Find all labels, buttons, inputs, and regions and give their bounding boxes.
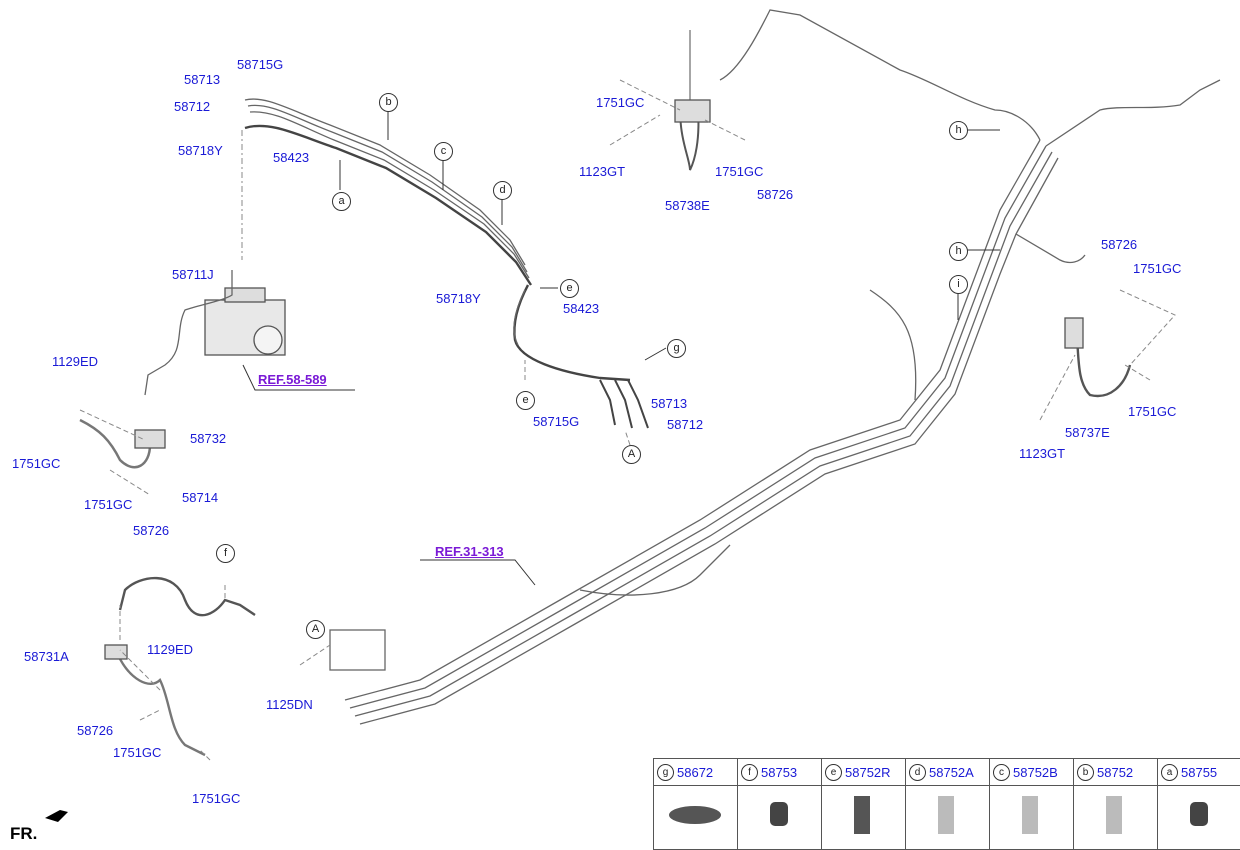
legend-picture-a <box>1158 786 1240 850</box>
callout-b: b <box>379 93 398 112</box>
legend-picture-d <box>906 786 990 850</box>
part-label-1125DN[interactable]: 1125DN <box>266 698 313 711</box>
part-label-58718Y[interactable]: 58718Y <box>178 144 223 157</box>
part-label-58737E[interactable]: 58737E <box>1065 426 1110 439</box>
callout-A: A <box>622 445 641 464</box>
part-label-58715G[interactable]: 58715G <box>237 58 283 71</box>
legend-callout-a: a <box>1161 764 1178 781</box>
clip-icon <box>1158 786 1240 844</box>
clip-stack-icon-shape <box>1022 796 1038 834</box>
part-label-58713[interactable]: 58713 <box>651 397 687 410</box>
clip-stack-icon-shape <box>938 796 954 834</box>
part-label-1129ED[interactable]: 1129ED <box>52 355 98 368</box>
legend-part-number[interactable]: 58672 <box>677 765 713 780</box>
legend-callout-b: b <box>1077 764 1094 781</box>
part-label-58726[interactable]: 58726 <box>133 524 169 537</box>
legend-callout-d: d <box>909 764 926 781</box>
clip-stack-icon <box>906 786 989 844</box>
clip-stack-icon <box>990 786 1073 844</box>
legend-part-number[interactable]: 58752A <box>929 765 974 780</box>
legend-picture-f <box>738 786 822 850</box>
part-label-58423[interactable]: 58423 <box>563 302 599 315</box>
part-label-58732[interactable]: 58732 <box>190 432 226 445</box>
part-label-58712[interactable]: 58712 <box>667 418 703 431</box>
front-direction-label: FR. <box>10 824 37 844</box>
legend-part-number[interactable]: 58752R <box>845 765 891 780</box>
grommet-icon <box>654 786 737 844</box>
legend-picture-e <box>822 786 906 850</box>
part-label-58738E[interactable]: 58738E <box>665 199 710 212</box>
part-label-58726[interactable]: 58726 <box>1101 238 1137 251</box>
part-label-58711J[interactable]: 58711J <box>172 268 214 281</box>
part-label-58713[interactable]: 58713 <box>184 73 220 86</box>
part-label-58712[interactable]: 58712 <box>174 100 210 113</box>
callout-c: c <box>434 142 453 161</box>
clip-stack-icon-shape <box>854 796 870 834</box>
callout-d: d <box>493 181 512 200</box>
clip-stack-icon <box>1074 786 1157 844</box>
part-label-58726[interactable]: 58726 <box>757 188 793 201</box>
ref-link-31-313[interactable]: REF.31-313 <box>435 544 504 559</box>
part-label-58715G[interactable]: 58715G <box>533 415 579 428</box>
clip-stack-icon <box>822 786 905 844</box>
part-label-1751GC[interactable]: 1751GC <box>84 498 132 511</box>
part-label-1123GT[interactable]: 1123GT <box>579 165 625 178</box>
callout-e: e <box>516 391 535 410</box>
part-label-1129ED[interactable]: 1129ED <box>147 643 193 656</box>
ref-link-58-589[interactable]: REF.58-589 <box>258 372 327 387</box>
legend-picture-b <box>1074 786 1158 850</box>
part-label-1751GC[interactable]: 1751GC <box>1133 262 1181 275</box>
legend-callout-e: e <box>825 764 842 781</box>
part-label-1751GC[interactable]: 1751GC <box>596 96 644 109</box>
part-label-58731A[interactable]: 58731A <box>24 650 69 663</box>
legend-picture-g <box>654 786 738 850</box>
clip-stack-icon-shape <box>1106 796 1122 834</box>
part-label-1751GC[interactable]: 1751GC <box>12 457 60 470</box>
part-label-58718Y[interactable]: 58718Y <box>436 292 481 305</box>
part-label-58714[interactable]: 58714 <box>182 491 218 504</box>
legend-part-number[interactable]: 58755 <box>1181 765 1217 780</box>
callout-A: A <box>306 620 325 639</box>
legend-part-number[interactable]: 58752 <box>1097 765 1133 780</box>
legend-part-number[interactable]: 58752B <box>1013 765 1058 780</box>
part-label-1751GC[interactable]: 1751GC <box>192 792 240 805</box>
callout-g: g <box>667 339 686 358</box>
part-label-1751GC[interactable]: 1751GC <box>1128 405 1176 418</box>
callout-h: h <box>949 242 968 261</box>
callout-i: i <box>949 275 968 294</box>
callout-a: a <box>332 192 351 211</box>
part-label-1751GC[interactable]: 1751GC <box>113 746 161 759</box>
callout-e: e <box>560 279 579 298</box>
legend-callout-f: f <box>741 764 758 781</box>
part-label-58423[interactable]: 58423 <box>273 151 309 164</box>
part-label-1123GT[interactable]: 1123GT <box>1019 447 1065 460</box>
clip-icon <box>738 786 821 844</box>
legend-part-number[interactable]: 58753 <box>761 765 797 780</box>
callout-h: h <box>949 121 968 140</box>
callout-f: f <box>216 544 235 563</box>
legend-picture-c <box>990 786 1074 850</box>
clip-icon-shape <box>770 802 788 826</box>
part-label-1751GC[interactable]: 1751GC <box>715 165 763 178</box>
grommet-icon-shape <box>669 806 721 824</box>
part-label-58726[interactable]: 58726 <box>77 724 113 737</box>
legend-callout-g: g <box>657 764 674 781</box>
clip-icon-shape <box>1190 802 1208 826</box>
legend-callout-c: c <box>993 764 1010 781</box>
